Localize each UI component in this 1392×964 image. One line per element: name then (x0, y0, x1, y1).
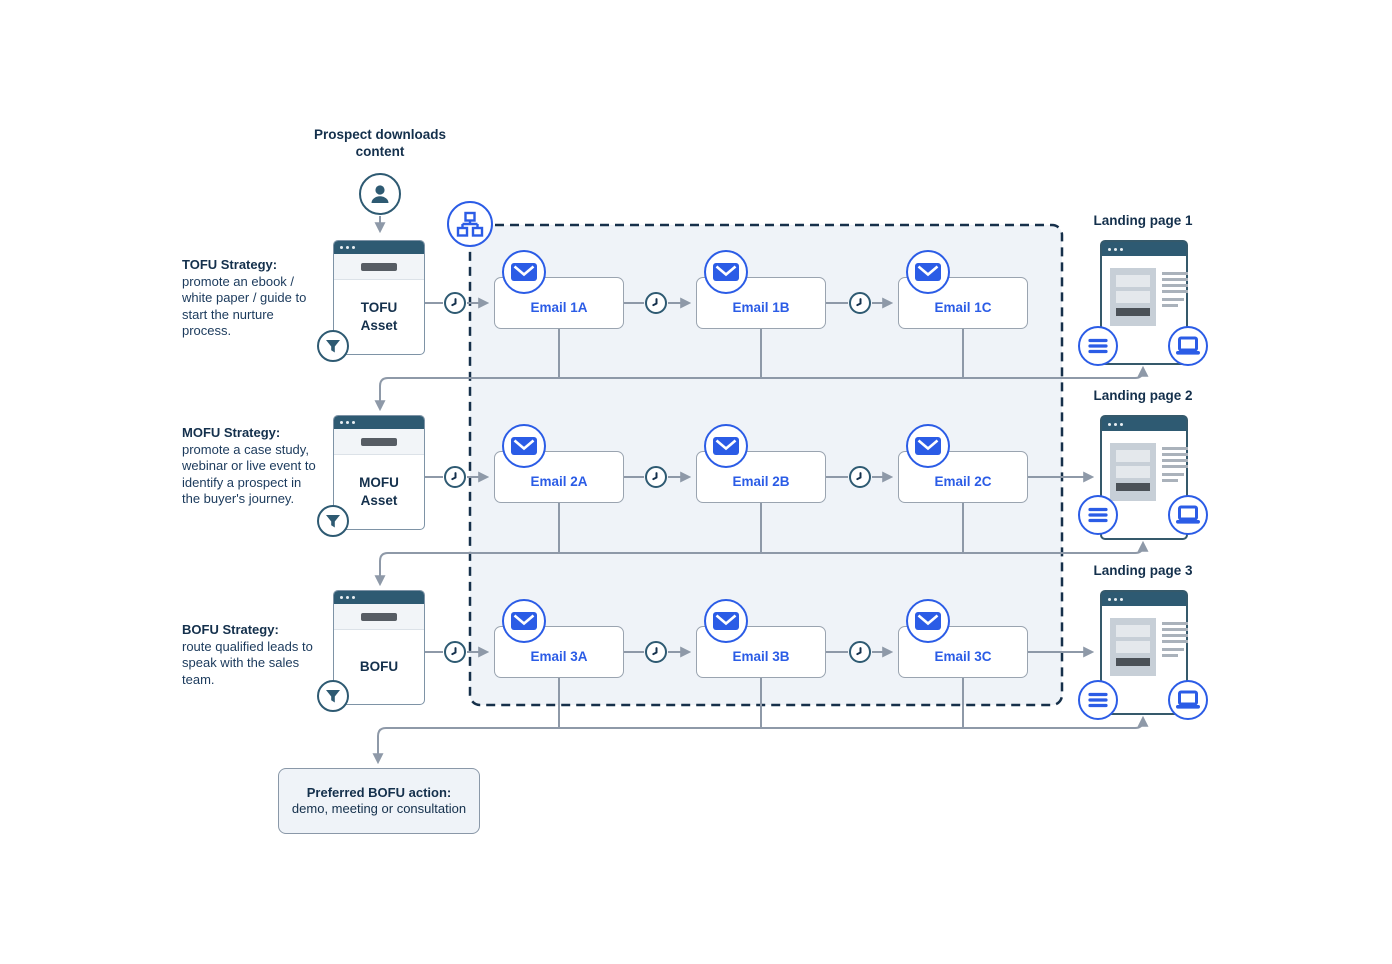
email-label: Email 2A (530, 473, 588, 489)
window-titlebar (1102, 592, 1186, 606)
preferred-bofu-action-box: Preferred BOFU action: demo, meeting or … (278, 768, 480, 834)
clock-icon (645, 292, 667, 314)
asset-label: TOFU Asset (360, 300, 398, 333)
mofu-strategy-note: MOFU Strategy: promote a case study, web… (182, 425, 316, 508)
clock-icon (444, 641, 466, 663)
strategy-body: promote a case study, webinar or live ev… (182, 441, 316, 507)
image-placeholder (1110, 618, 1156, 676)
clock-icon (849, 466, 871, 488)
email-icon (704, 250, 748, 294)
email-label: Email 2C (934, 473, 992, 489)
email-icon (906, 424, 950, 468)
email-icon (906, 599, 950, 643)
laptop-icon (1168, 495, 1208, 535)
window-titlebar (334, 591, 424, 604)
funnel-icon (317, 680, 349, 712)
funnel-icon (317, 505, 349, 537)
tofu-asset-window: TOFU Asset (333, 240, 425, 355)
window-titlebar (1102, 242, 1186, 256)
email-label: Email 2B (732, 473, 790, 489)
window-titlebar (334, 416, 424, 429)
placeholder-bar (361, 612, 397, 621)
email-1a-node: Email 1A (494, 277, 624, 329)
window-titlebar (1102, 417, 1186, 431)
image-placeholder (1110, 268, 1156, 326)
email-label: Email 3A (530, 648, 588, 664)
strategy-body: promote an ebook / white paper / guide t… (182, 273, 307, 339)
person-icon (359, 173, 401, 215)
strategy-title: MOFU Strategy: (182, 425, 281, 440)
email-icon (906, 250, 950, 294)
landing-page-title: Landing page 3 (1093, 563, 1193, 578)
clock-icon (849, 641, 871, 663)
email-icon (704, 599, 748, 643)
strategy-title: TOFU Strategy: (182, 257, 278, 272)
funnel-icon (317, 330, 349, 362)
laptop-icon (1168, 326, 1208, 366)
tofu-strategy-note: TOFU Strategy: promote an ebook / white … (182, 257, 316, 340)
asset-label: BOFU (359, 659, 399, 674)
action-title: Preferred BOFU action: (306, 784, 452, 800)
clock-icon (444, 466, 466, 488)
window-titlebar (334, 241, 424, 254)
asset-label: MOFU Asset (359, 475, 399, 508)
prospect-downloads-label: Prospect downloads content (313, 127, 447, 159)
email-label: Email 1A (530, 299, 588, 315)
bofu-asset-window: BOFU (333, 590, 425, 705)
image-placeholder (1110, 443, 1156, 501)
email-label: Email 1C (934, 299, 992, 315)
clock-icon (645, 641, 667, 663)
email-3b-node: Email 3B (696, 626, 826, 678)
laptop-icon (1168, 680, 1208, 720)
landing-page-title: Landing page 1 (1093, 213, 1193, 228)
strategy-title: BOFU Strategy: (182, 622, 279, 637)
placeholder-bar (361, 437, 397, 446)
email-icon (502, 599, 546, 643)
menu-icon (1078, 326, 1118, 366)
landing-page-title: Landing page 2 (1093, 388, 1193, 403)
email-label: Email 3C (934, 648, 992, 664)
clock-icon (645, 466, 667, 488)
sitemap-icon (447, 201, 493, 247)
email-icon (502, 250, 546, 294)
email-label: Email 3B (732, 648, 790, 664)
email-icon (502, 424, 546, 468)
clock-icon (444, 292, 466, 314)
strategy-body: route qualified leads to speak with the … (182, 638, 313, 687)
menu-icon (1078, 680, 1118, 720)
menu-icon (1078, 495, 1118, 535)
mofu-asset-window: MOFU Asset (333, 415, 425, 530)
email-icon (704, 424, 748, 468)
bofu-strategy-note: BOFU Strategy: route qualified leads to … (182, 622, 316, 688)
placeholder-bar (361, 262, 397, 271)
email-label: Email 1B (732, 299, 790, 315)
clock-icon (849, 292, 871, 314)
action-body: demo, meeting or consultation (291, 801, 467, 816)
connector-lines (372, 216, 1149, 765)
